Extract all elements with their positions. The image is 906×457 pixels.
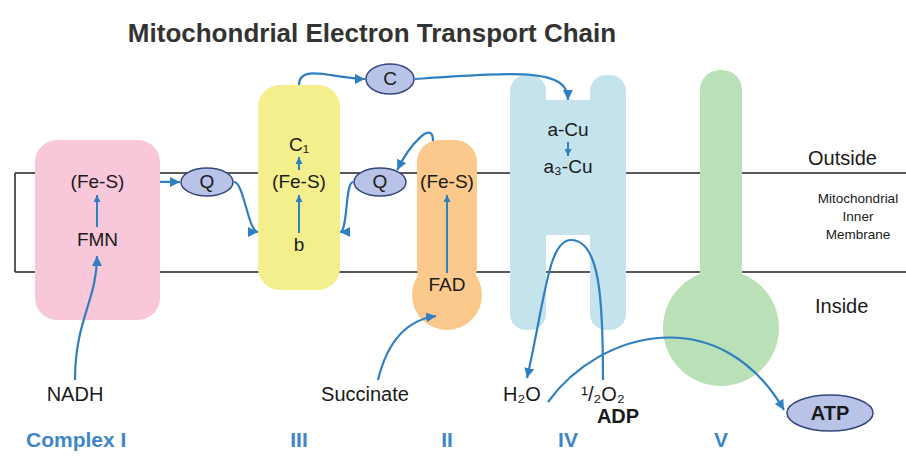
complex-number: III — [290, 430, 308, 450]
electron-flow-arrow — [340, 182, 353, 232]
complex-number: V — [714, 430, 728, 450]
region-label: ADP — [597, 406, 639, 426]
component-label: Q — [200, 172, 215, 192]
complex-box: (Fe-S) FMN — [35, 140, 160, 320]
component-label: b — [294, 235, 305, 255]
region-label: Succinate — [321, 384, 409, 404]
component-label: C — [383, 69, 397, 89]
internal-arrow — [298, 195, 300, 233]
component-label: C₁ — [289, 135, 309, 155]
internal-arrow — [298, 157, 300, 170]
electron-flow-arrow — [299, 73, 365, 85]
complex-box: C₁ (Fe-S) b — [258, 85, 340, 290]
electron-flow-arrow — [160, 181, 180, 183]
carrier-ellipse: Q — [353, 167, 407, 197]
complex-number: Complex I — [26, 430, 126, 450]
component-label: FAD — [429, 275, 466, 295]
carrier-ellipse: Q — [180, 167, 234, 197]
complex-number: IV — [558, 430, 578, 450]
component-label: a-Cu — [547, 120, 588, 140]
node-outline — [510, 75, 626, 330]
region-label: ¹/₂O₂ — [581, 384, 624, 404]
flow-arrow — [548, 338, 784, 410]
complex-box: (Fe-S) FAD — [412, 140, 482, 330]
internal-arrow — [446, 195, 448, 273]
complex-number: II — [441, 430, 453, 450]
region-label: NADH — [47, 384, 104, 404]
internal-arrow — [567, 142, 569, 156]
component-label: (Fe-S) — [272, 172, 326, 192]
component-label: a₃-Cu — [544, 157, 593, 177]
membrane-line — [14, 173, 16, 272]
atp-synthase-stalk — [700, 70, 742, 292]
carrier-ellipse: C — [365, 63, 415, 95]
region-label: H₂O — [503, 384, 541, 404]
component-label: (Fe-S) — [71, 172, 125, 192]
electron-flow-arrow — [234, 182, 258, 232]
region-label: Mitochondrial Inner Membrane — [814, 190, 902, 244]
complex-box: a-Cu a₃-Cu — [510, 75, 626, 330]
component-label: Q — [373, 172, 388, 192]
node-outline — [412, 140, 482, 330]
region-label: Inside — [815, 296, 868, 316]
component-label: ATP — [811, 403, 850, 423]
flow-arrow — [378, 316, 436, 380]
atp-synthase-head — [663, 270, 779, 386]
component-label: FMN — [77, 230, 118, 250]
region-label: Outside — [808, 148, 877, 168]
internal-arrow — [96, 195, 98, 227]
component-label: (Fe-S) — [420, 172, 474, 192]
product-ellipse: ATP — [786, 394, 874, 432]
diagram-title: Mitochondrial Electron Transport Chain — [128, 18, 616, 48]
